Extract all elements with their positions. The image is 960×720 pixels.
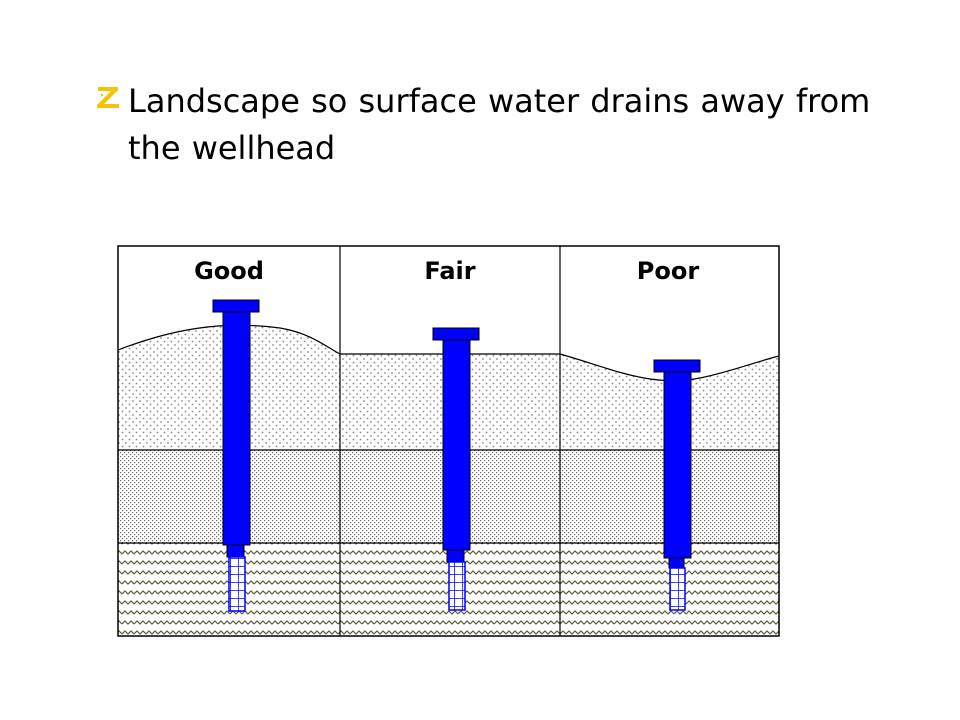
- panel-label-poor: Poor: [637, 257, 700, 285]
- wellhead-drainage-diagram: Good Fair Poor: [117, 245, 780, 637]
- bullet-line-2: the wellhead: [128, 129, 336, 167]
- well-fair: [432, 327, 480, 611]
- well-poor: [653, 359, 701, 611]
- diagram-frame: [117, 245, 780, 637]
- bullet-text: Landscape so surface water drains away f…: [128, 78, 908, 172]
- bullet-line-1: Landscape so surface water drains away f…: [128, 82, 871, 120]
- panel-label-good: Good: [194, 257, 264, 285]
- well-good: [212, 299, 260, 612]
- panel-label-fair: Fair: [424, 257, 475, 285]
- z-bullet-icon: [97, 87, 119, 108]
